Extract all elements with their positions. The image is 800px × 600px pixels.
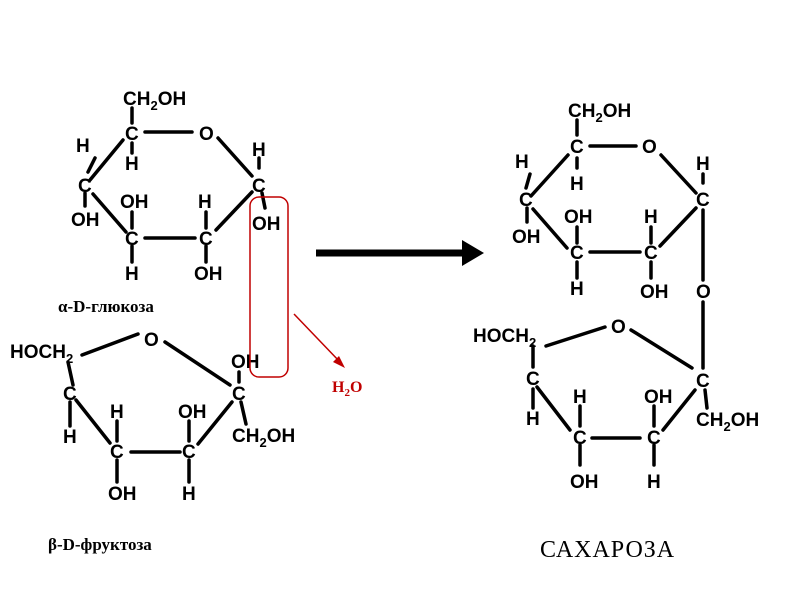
sucrose-structure: CH2OH C O H H H C C OH H OH C C H OH O O…: [473, 101, 759, 493]
sucrose-fructose-c3: C: [647, 428, 661, 449]
fructose-ch2oh: CH2OH: [232, 426, 295, 450]
glucose-c1: C: [252, 176, 266, 197]
sucrose-fructose-ch2oh: CH2OH: [696, 410, 759, 434]
glucose-c5: C: [125, 124, 139, 145]
glucose-c4: C: [78, 176, 92, 197]
sucrose-glucose-oh2: OH: [640, 282, 669, 303]
sucrose-label: САХАРОЗА: [540, 537, 675, 563]
water-arrow-line: [293, 313, 341, 363]
glucose-ring-oxygen: O: [199, 124, 214, 145]
glucose-h4: H: [76, 136, 90, 157]
fructose-oh2: OH: [231, 352, 260, 373]
sucrose-fructose-ring-oxygen: O: [611, 317, 626, 338]
sucrose-glucose-h4: H: [515, 152, 529, 173]
glucose-oh3: OH: [120, 192, 149, 213]
glucose-oh2: OH: [194, 264, 223, 285]
water-arrow-head: [333, 356, 345, 368]
sucrose-glucose-h3: H: [570, 279, 584, 300]
fructose-structure: HOCH2 O OH C C H OH H CH2OH C C OH H: [10, 330, 295, 505]
glucose-c2: C: [199, 229, 213, 250]
sucrose-glucose-c1: C: [696, 190, 710, 211]
sucrose-glucose-oh3: OH: [564, 207, 593, 228]
sucrose-fructose-c4: C: [573, 428, 587, 449]
glucose-ch2oh: CH2OH: [123, 89, 186, 113]
fructose-ring-oxygen: O: [144, 330, 159, 351]
sucrose-fructose-oh4: OH: [570, 472, 599, 493]
glucose-structure: CH2OH C O H H H C C OH H OH OH C C H OH: [71, 89, 281, 285]
fructose-h5: H: [63, 427, 77, 448]
water-label: H2O: [332, 379, 362, 399]
sucrose-glucose-c4: C: [519, 190, 533, 211]
fructose-c2: C: [232, 384, 246, 405]
fructose-h4: H: [110, 402, 124, 423]
glucose-oh1: OH: [252, 214, 281, 235]
sucrose-glycosidic-oxygen: O: [696, 282, 711, 303]
sucrose-glucose-c2: C: [644, 243, 658, 264]
sucrose-fructose-hoch2: HOCH2: [473, 326, 536, 350]
sucrose-fructose-h4: H: [573, 387, 587, 408]
sucrose-glucose-oh4: OH: [512, 227, 541, 248]
sucrose-fructose-h3: H: [647, 472, 661, 493]
glucose-h3: H: [125, 264, 139, 285]
sucrose-glucose-ch2oh: CH2OH: [568, 101, 631, 125]
glucose-h5: H: [125, 154, 139, 175]
sucrose-fructose-h5: H: [526, 409, 540, 430]
sucrose-glucose-ring-oxygen: O: [642, 137, 657, 158]
fructose-c4: C: [110, 442, 124, 463]
glucose-h1: H: [252, 140, 266, 161]
fructose-c5: C: [63, 384, 77, 405]
glucose-c3: C: [125, 229, 139, 250]
fructose-oh4: OH: [108, 484, 137, 505]
sucrose-glucose-h2: H: [644, 207, 658, 228]
sucrose-fructose-c5: C: [526, 369, 540, 390]
sucrose-glucose-c5: C: [570, 137, 584, 158]
glucose-oh4: OH: [71, 210, 100, 231]
sucrose-fructose-oh3: OH: [644, 387, 673, 408]
reaction-arrow: [316, 240, 484, 266]
glucose-h2: H: [198, 192, 212, 213]
sucrose-glucose-h1: H: [696, 154, 710, 175]
sucrose-glucose-c3: C: [570, 243, 584, 264]
fructose-oh3: OH: [178, 402, 207, 423]
glucose-label: α-D-глюкоза: [58, 297, 154, 316]
fructose-c3: C: [182, 442, 196, 463]
water-elimination-highlight: [249, 196, 289, 378]
sucrose-glucose-h5: H: [570, 174, 584, 195]
fructose-hoch2: HOCH2: [10, 342, 73, 366]
sucrose-fructose-c2: C: [696, 371, 710, 392]
fructose-label: β-D-фруктоза: [48, 535, 152, 554]
fructose-h3: H: [182, 484, 196, 505]
